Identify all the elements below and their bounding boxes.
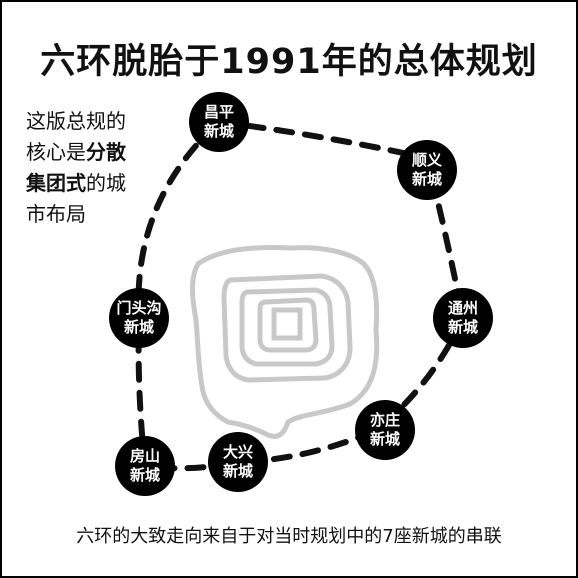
node-changping-suffix: 新城 — [203, 122, 234, 140]
node-shunyi-suffix: 新城 — [411, 170, 442, 188]
node-daxing-suffix: 新城 — [222, 462, 253, 480]
node-yizhuang-new-town: 亦庄 新城 — [355, 400, 415, 460]
node-daxing-name: 大兴 — [222, 443, 253, 461]
node-fangshan-suffix: 新城 — [129, 466, 160, 484]
node-changping-name: 昌平 — [203, 103, 234, 121]
node-yizhuang-suffix: 新城 — [369, 430, 400, 448]
node-tongzhou-suffix: 新城 — [447, 318, 478, 336]
node-fangshan-name: 房山 — [129, 447, 160, 465]
node-mentougou-suffix: 新城 — [123, 318, 154, 336]
node-changping-new-town: 昌平 新城 — [189, 92, 249, 152]
note-emphasis-cluster: 集团式 — [26, 171, 86, 195]
node-tongzhou-name: 通州 — [447, 299, 478, 317]
caption: 六环的大致走向来自于对当时规划中的7座新城的串联 — [76, 526, 502, 547]
fourth-ring-outline — [221, 273, 353, 383]
page-title: 六环脱胎于1991年的总体规划 — [40, 42, 538, 82]
note-line-2: 核心是分散 — [26, 137, 166, 168]
second-ring-outline — [257, 297, 319, 353]
node-shunyi-new-town: 顺义 新城 — [397, 140, 457, 200]
note-line-4: 市布局 — [26, 202, 86, 226]
note-line-3: 集团式的城 — [26, 168, 166, 199]
node-daxing-new-town: 大兴 新城 — [208, 432, 268, 492]
note-line-3-text: 的城 — [86, 171, 126, 195]
side-note: 这版总规的 核心是分散 集团式的城 市布局 — [26, 106, 166, 230]
node-shunyi-name: 顺义 — [411, 151, 442, 169]
core-district — [271, 307, 303, 341]
note-line-2-text: 核心是 — [26, 140, 86, 164]
node-yizhuang-name: 亦庄 — [369, 411, 400, 429]
node-tongzhou-new-town: 通州 新城 — [433, 288, 493, 348]
note-line-1: 这版总规的 — [26, 109, 126, 133]
node-mentougou-new-town: 门头沟 新城 — [109, 288, 169, 348]
node-mentougou-name: 门头沟 — [116, 299, 162, 317]
fifth-ring-outline — [190, 245, 380, 439]
node-fangshan-new-town: 房山 新城 — [115, 436, 175, 496]
note-emphasis-dispersed: 分散 — [86, 140, 126, 164]
third-ring-outline — [239, 287, 335, 367]
